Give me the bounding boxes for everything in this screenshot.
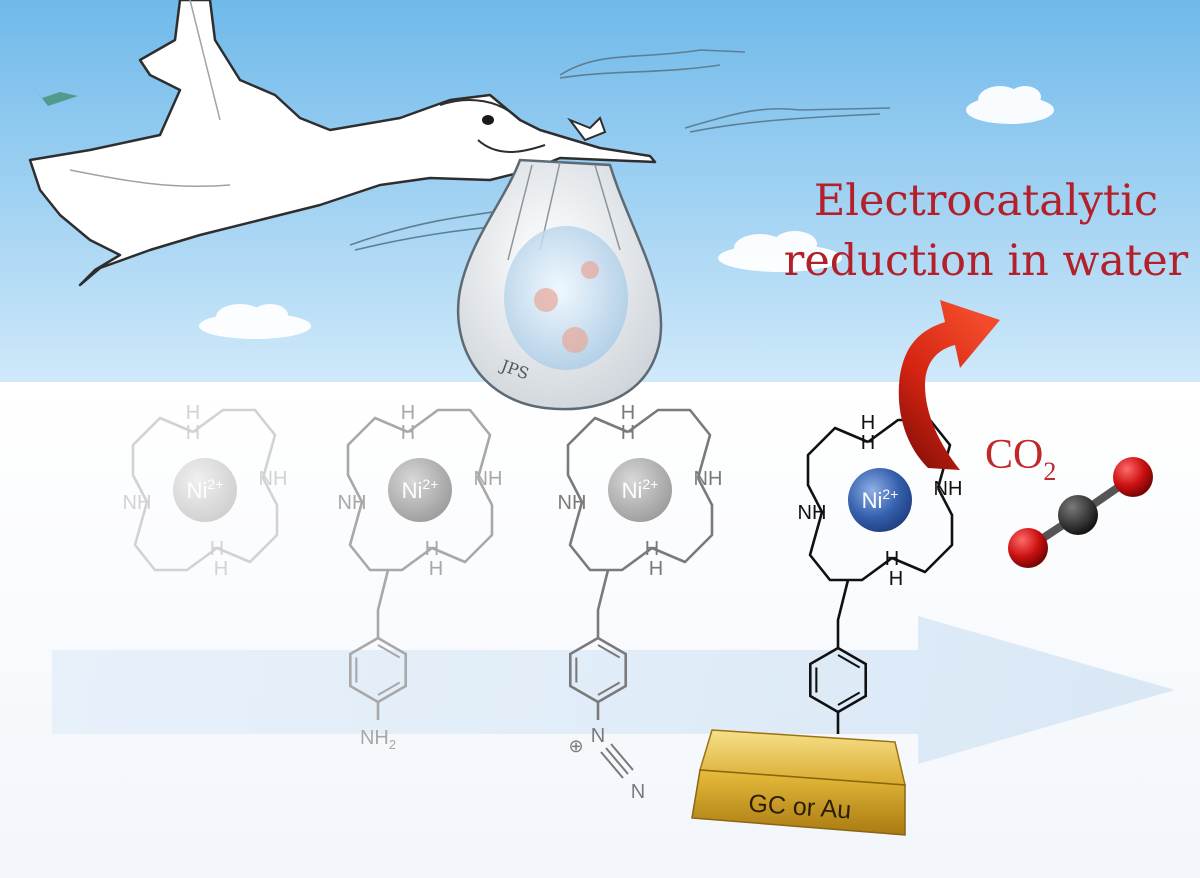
benzene-double-bonds bbox=[815, 654, 861, 706]
diazo-n1-label: N bbox=[591, 725, 605, 747]
linker-bond bbox=[836, 579, 850, 648]
nickel-ion-label: Ni2+ bbox=[862, 486, 899, 513]
co2-molecule-icon bbox=[1008, 457, 1153, 568]
ring-bond bbox=[891, 487, 954, 574]
nitrogen-label: H bbox=[645, 538, 659, 560]
ring-bond bbox=[566, 416, 629, 503]
positive-charge-label: ⊕ bbox=[568, 736, 583, 756]
hydrogen-label: H bbox=[649, 558, 663, 580]
ring-bond bbox=[133, 501, 218, 572]
hydrogen-label: H bbox=[401, 402, 415, 424]
small-bird-icon bbox=[28, 80, 78, 106]
nitrogen-label: H bbox=[401, 422, 415, 444]
progress-arrow bbox=[52, 616, 1175, 764]
hydrogen-label: H bbox=[429, 558, 443, 580]
bundle-bag: JPS bbox=[456, 158, 663, 411]
hydrogen-label: H bbox=[861, 412, 875, 434]
linker-bond bbox=[596, 569, 610, 638]
ring-bond bbox=[431, 477, 494, 564]
hydrogen-label: H bbox=[621, 402, 635, 424]
ring-bond bbox=[216, 477, 279, 564]
ring-bond bbox=[346, 416, 409, 503]
amine-label: NH bbox=[123, 492, 152, 514]
title-line-2: reduction in water bbox=[784, 236, 1189, 286]
ring-bond bbox=[348, 501, 433, 572]
nitrogen-label: H bbox=[621, 422, 635, 444]
nickel-ion-icon bbox=[388, 458, 452, 522]
diazo-n2-label: N bbox=[631, 781, 645, 803]
amine-label: NH bbox=[338, 492, 367, 514]
cloud bbox=[966, 86, 1054, 124]
linker-bond bbox=[376, 569, 390, 638]
nitrogen-label: H bbox=[210, 538, 224, 560]
hydrogen-label: H bbox=[214, 558, 228, 580]
benzene-double-bonds bbox=[575, 644, 621, 696]
nickel-ion-icon bbox=[848, 468, 912, 532]
cloud bbox=[718, 231, 842, 272]
ring-bond bbox=[407, 408, 492, 479]
hydrogen-label: H bbox=[889, 568, 903, 590]
nitrogen-label: H bbox=[861, 432, 875, 454]
benzene-double-bonds bbox=[355, 644, 401, 696]
nickel-ion-icon bbox=[608, 458, 672, 522]
title-line-1: Electrocatalytic bbox=[814, 176, 1158, 226]
nitrogen-label: H bbox=[186, 422, 200, 444]
co2-label: CO2 bbox=[985, 432, 1056, 486]
nickel-ion-icon bbox=[173, 458, 237, 522]
ring-bond bbox=[651, 477, 714, 564]
amine-label: NH bbox=[798, 502, 827, 524]
triple-bond bbox=[600, 743, 634, 779]
amine-label: NH bbox=[934, 478, 963, 500]
reaction-arrow-icon bbox=[898, 300, 1000, 470]
ring-bond bbox=[808, 511, 893, 582]
amine-label: NH bbox=[474, 468, 503, 490]
ring-bond bbox=[131, 416, 194, 503]
ring-bond bbox=[568, 501, 653, 572]
hydrogen-label: H bbox=[186, 402, 200, 424]
ring-bond bbox=[627, 408, 712, 479]
stork-icon bbox=[28, 0, 657, 287]
amine-label: NH bbox=[694, 468, 723, 490]
cloud bbox=[199, 304, 311, 339]
electrode-bar: GC or Au bbox=[691, 729, 906, 836]
nitrogen-label: H bbox=[425, 538, 439, 560]
amine-label: NH bbox=[558, 492, 587, 514]
amine-label: NH bbox=[259, 468, 288, 490]
ring-bond bbox=[806, 426, 869, 513]
ring-bond bbox=[192, 408, 277, 479]
wind-lines bbox=[349, 49, 891, 251]
nitrogen-label: H bbox=[885, 548, 899, 570]
nickel-ion-label: Ni2+ bbox=[187, 476, 224, 503]
